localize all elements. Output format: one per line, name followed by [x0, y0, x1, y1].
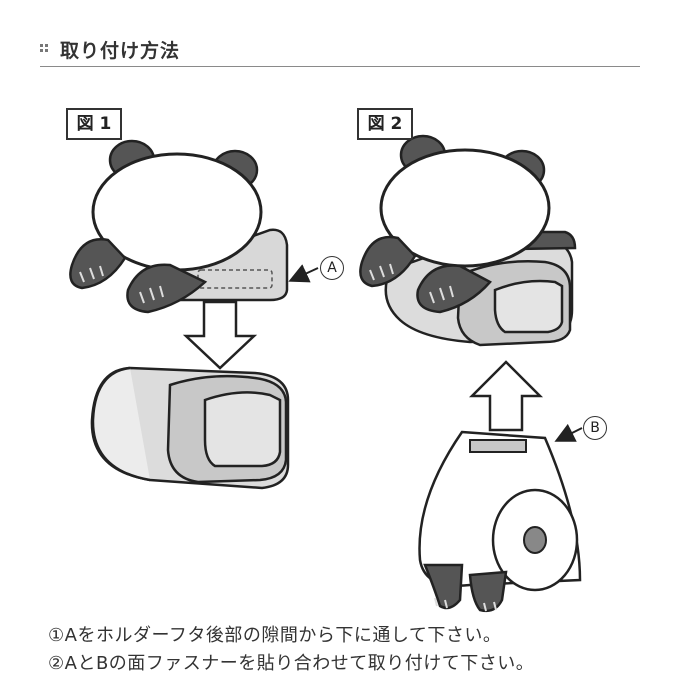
figure-2-strap-roll	[418, 430, 582, 613]
grid-bullet-icon	[40, 44, 50, 54]
section-header: 取り付け方法	[40, 32, 640, 67]
instruction-step-2: ②AとBの面ファスナーを貼り合わせて取り付けて下さい。	[48, 653, 535, 674]
callout-a-pointer	[288, 264, 319, 283]
figure-2-assembled	[359, 134, 577, 347]
instruction-step-1: ①Aをホルダーフタ後部の隙間から下に通して下さい。	[48, 625, 502, 646]
figure-1-panda-cover	[69, 139, 289, 314]
down-arrow-icon	[182, 300, 258, 370]
callout-b-pointer	[554, 423, 583, 442]
figure-1-label: 図 1	[66, 108, 122, 140]
callout-b: B	[583, 416, 607, 440]
figure-2-label: 図 2	[357, 108, 413, 140]
figure-1-holder	[90, 366, 290, 490]
instructions: ①Aをホルダーフタ後部の隙間から下に通して下さい。 ②AとBの面ファスナーを貼り…	[48, 622, 534, 678]
callout-a: A	[320, 256, 344, 280]
up-arrow-icon	[468, 360, 544, 432]
page-title: 取り付け方法	[60, 40, 181, 62]
